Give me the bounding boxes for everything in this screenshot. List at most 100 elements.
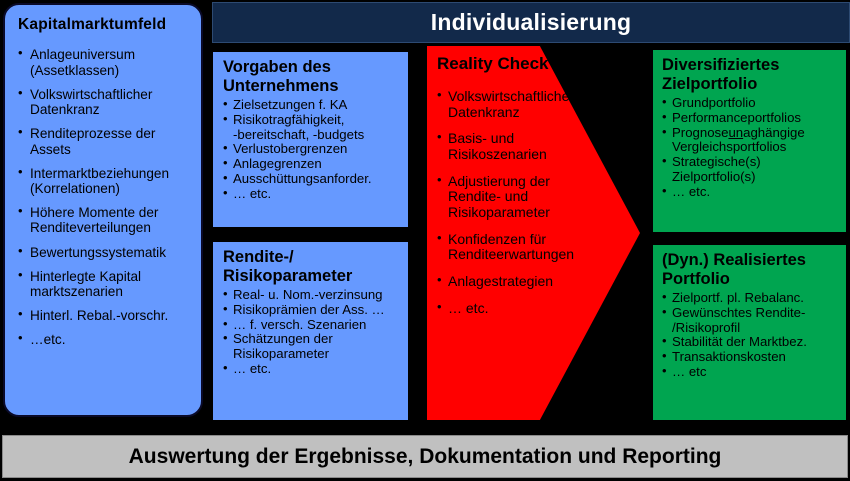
bullet-line-1: Intermarktbeziehungen — [30, 165, 170, 181]
list-item: Gewünschtes Rendite- /Risikoprofil — [662, 304, 840, 336]
panel-title-diversifiziertes-line1: Diversifiziertes — [662, 56, 780, 74]
bullet-line-2: Vergleichsportfolios — [672, 139, 787, 155]
bullet-line-1: Gewünschtes Rendite- — [672, 304, 806, 320]
header-title: Individualisierung — [430, 9, 632, 35]
bullet-list-vorgaben: Zielsetzungen f. KA Risikotragfähigkeit,… — [223, 96, 402, 202]
panel-title-vorgaben-line2: Unternehmens — [223, 77, 339, 96]
panel-title-vorgaben-line1: Vorgaben des — [223, 58, 331, 76]
list-item: … etc. — [437, 299, 630, 317]
bullet-line-1: Transaktionskosten — [672, 349, 786, 365]
bullet-line-2: Rendite- und — [448, 188, 529, 205]
panel-title-rendite-line1: Rendite-/ — [223, 248, 294, 266]
bullet-line-1: Verlustobergrenzen — [233, 141, 348, 157]
list-item: Höhere Momente der Renditeverteilungen — [18, 204, 191, 236]
list-item: Intermarktbeziehungen (Korrelationen) — [18, 165, 191, 196]
bullet-line-1: Hinterlegte Kapital — [30, 268, 142, 284]
panel-title-realisiertes-line2: Portfolio — [662, 270, 730, 289]
bullet-line-2: (Korrelationen) — [30, 180, 120, 196]
header-bar-individualisierung: Individualisierung — [212, 2, 850, 43]
list-item: Volkswirtschaftlicher Datenkranz — [437, 88, 630, 120]
bullet-list-rendite: Real- u. Nom.-verzinsung Risikoprämien d… — [223, 286, 402, 377]
bullet-line-2: Datenkranz — [30, 102, 100, 118]
bullet-line-1: Anlageuniversum — [30, 47, 136, 63]
panel-title-diversifiziertes-line2: Zielportfolio — [662, 75, 758, 94]
bullet-line-1: Renditeprozesse der — [30, 126, 156, 142]
list-item: Volkswirtschaftlicher Datenkranz — [18, 86, 191, 118]
bullet-line-1: Ausschüttungsanforder. — [233, 170, 372, 186]
bullet-line-1: Zielsetzungen f. KA — [233, 96, 348, 112]
panel-realisiertes-portfolio: (Dyn.) Realisiertes Portfolio Zielportf.… — [653, 245, 846, 420]
list-item: …etc. — [18, 331, 191, 347]
list-item: Adjustierung der Rendite- und Risikopara… — [437, 172, 630, 221]
bullet-line-2: Datenkranz — [448, 103, 520, 120]
bullet-list-reality-check: Volkswirtschaftlicher Datenkranz Basis- … — [437, 88, 630, 317]
list-item: Konfidenzen für Renditeerwartungen — [437, 230, 630, 263]
panel-rendite-risikoparameter: Rendite-/ Risikoparameter Real- u. Nom.-… — [213, 242, 408, 420]
panel-title-kapitalmarktumfeld: Kapitalmarktumfeld — [18, 16, 167, 33]
bullet-line-1-prognose: Prognoseunaghängige — [672, 124, 805, 140]
bullet-line-2: (Assetklassen) — [30, 62, 120, 78]
bullet-line-1: … etc. — [448, 299, 489, 316]
list-item: Basis- und Risikoszenarien — [437, 130, 630, 163]
bullet-line-1: Basis- und — [448, 130, 515, 147]
bullet-line-2: Assets — [30, 141, 71, 157]
panel-kapitalmarktumfeld: Kapitalmarktumfeld Anlageuniversum (Asse… — [3, 3, 203, 417]
bullet-line-1: Höhere Momente der — [30, 205, 159, 221]
panel-vorgaben-des-unternehmens: Vorgaben des Unternehmens Zielsetzungen … — [213, 52, 408, 227]
bullet-line-1: Bewertungssystematik — [30, 244, 166, 260]
list-item: Anlagegrenzen — [223, 156, 402, 172]
list-item: Real- u. Nom.-verzinsung — [223, 286, 402, 303]
bullet-line-1: … etc. — [233, 360, 272, 376]
bullet-line-1: Anlagestrategien — [448, 273, 554, 290]
bullet-line-1: … etc. — [672, 183, 711, 199]
bullet-line-2: marktszenarien — [30, 284, 123, 300]
list-item: Hinterl. Rebal.-vorschr. — [18, 307, 191, 324]
list-item: … etc. — [223, 185, 402, 202]
list-item: … f. versch. Szenarien — [223, 316, 402, 333]
bullet-line-1: Performanceportfolios — [672, 109, 802, 125]
list-item: … etc. — [223, 360, 402, 377]
footer-title: Auswertung der Ergebnisse, Dokumentation… — [128, 444, 722, 468]
bullet-line-2: Risikoszenarien — [448, 146, 547, 163]
bullet-line-1: Konfidenzen für — [448, 230, 547, 247]
bullet-line-2: Renditeverteilungen — [30, 220, 151, 236]
footer-bar-auswertung: Auswertung der Ergebnisse, Dokumentation… — [2, 435, 848, 478]
bullet-list-realisiertes: Zielportf. pl. Rebalanc. Gewünschtes Ren… — [662, 290, 840, 380]
list-item: Ausschüttungsanforder. — [223, 170, 402, 187]
panel-title-realisiertes-line1: (Dyn.) Realisiertes — [662, 251, 806, 269]
bullet-line-1: … etc. — [233, 185, 272, 201]
list-item: Risikotragfähigkeit, -bereitschaft, -bud… — [223, 111, 402, 143]
list-item: Anlageuniversum (Assetklassen) — [18, 46, 191, 78]
bullet-line-1: Grundportfolio — [672, 94, 756, 110]
list-item: … etc. — [662, 183, 840, 200]
panel-title-reality-check: Reality Check — [437, 54, 549, 73]
list-item: Hinterlegte Kapital marktszenarien — [18, 268, 191, 300]
bullet-line-1: Hinterl. Rebal.-vorschr. — [30, 308, 169, 324]
bullet-line-2: /Risikoprofil — [672, 319, 741, 335]
bullet-line-1: Strategische(s) — [672, 154, 761, 170]
bullet-line-2: -bereitschaft, -budgets — [233, 126, 365, 142]
arrow-reality-check: Reality Check Volkswirtschaftlicher Date… — [427, 46, 640, 420]
list-item: Renditeprozesse der Assets — [18, 125, 191, 157]
bullet-list-kapitalmarktumfeld: Anlageuniversum (Assetklassen) Volkswirt… — [18, 46, 191, 347]
bullet-line-3: Risikoparameter — [448, 204, 550, 221]
list-item: Performanceportfolios — [662, 109, 840, 126]
bullet-line-2: Zielportfolio(s) — [672, 168, 756, 184]
list-item: Strategische(s) Zielportfolio(s) — [662, 154, 840, 185]
bullet-line-1: Adjustierung der — [448, 172, 550, 189]
list-item: Risikoprämien der Ass. … — [223, 302, 402, 318]
list-item: Prognoseunaghängige Vergleichsportfolios — [662, 124, 840, 156]
panel-diversifiziertes-zielportfolio: Diversifiziertes Zielportfolio Grundport… — [653, 50, 846, 232]
list-item: Bewertungssystematik — [18, 244, 191, 260]
bullet-line-1: Anlagegrenzen — [233, 156, 322, 172]
bullet-line-1: Stabilität der Marktbez. — [672, 334, 807, 350]
bullet-line-1: Risikotragfähigkeit, — [233, 111, 345, 127]
list-item: Zielsetzungen f. KA — [223, 96, 402, 113]
list-item: Grundportfolio — [662, 94, 840, 111]
bullet-line-1: Real- u. Nom.-verzinsung — [233, 286, 383, 302]
bullet-line-2: Risikoparameter — [233, 346, 330, 362]
bullet-line-1: … f. versch. Szenarien — [233, 316, 367, 332]
bullet-line-1: Volkswirtschaftlicher — [30, 86, 153, 102]
list-item: Anlagestrategien — [437, 273, 630, 290]
